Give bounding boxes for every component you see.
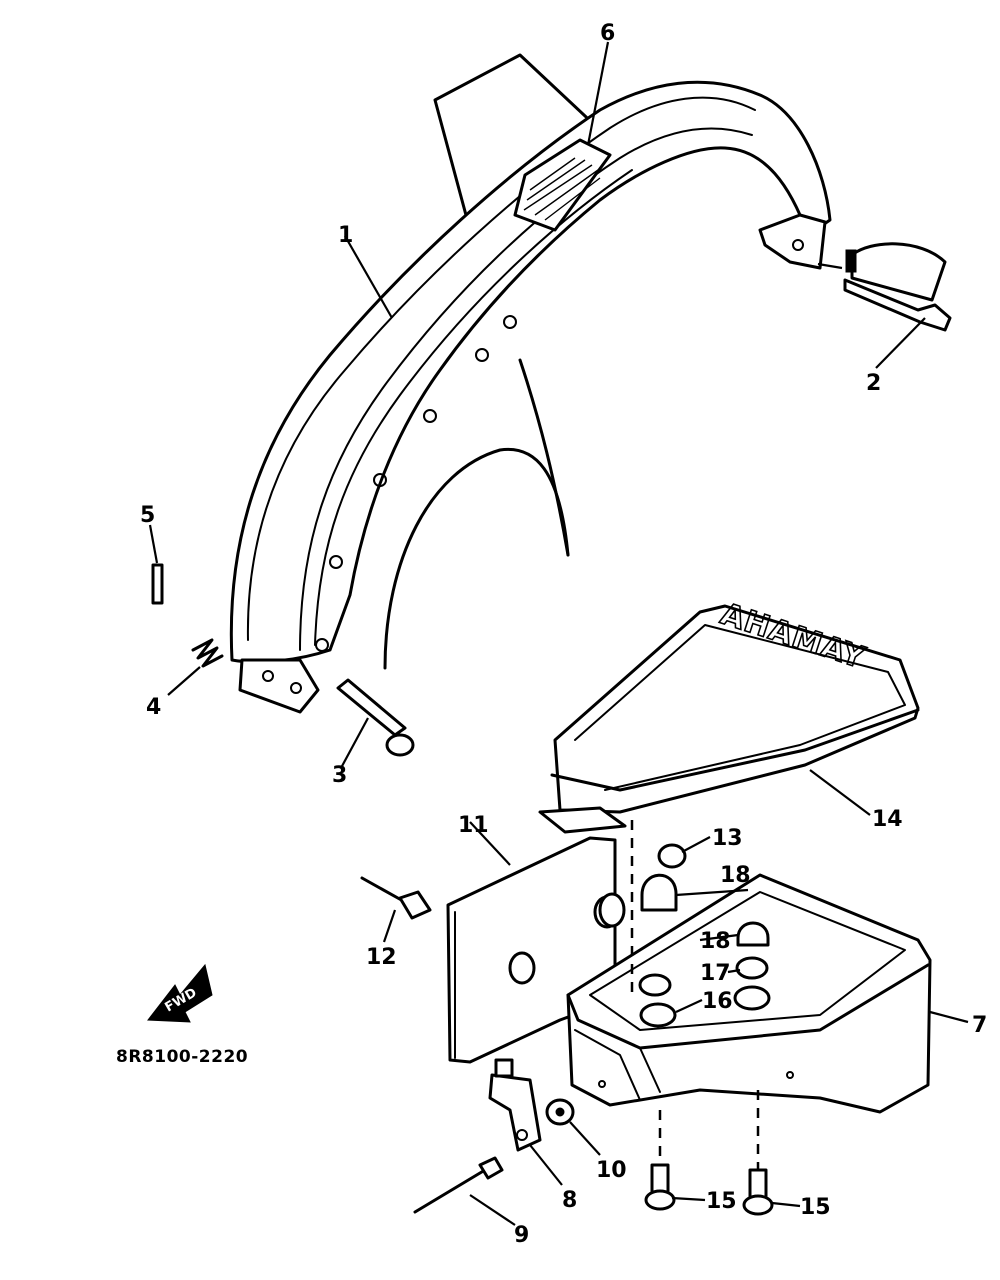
callout-18a: 18 (720, 863, 751, 888)
long-screw (413, 1156, 516, 1226)
callout-11: 11 (458, 813, 489, 838)
flap-leader (817, 262, 843, 270)
callout-7: 7 (972, 1013, 987, 1038)
callout-numbers: 1 2 3 4 5 6 7 8 9 10 11 12 13 14 15 15 1… (140, 21, 987, 1248)
callout-8: 8 (562, 1188, 577, 1213)
bolt-head (385, 733, 415, 757)
callout-2: 2 (866, 371, 881, 396)
callout-leaders (340, 41, 969, 1208)
spring-coil (191, 638, 224, 668)
callout-15a: 15 (706, 1189, 737, 1214)
spring-leader (167, 666, 201, 696)
flap-plate (850, 242, 947, 302)
callout-17: 17 (700, 961, 731, 986)
stay-bracket (488, 1058, 563, 1186)
lid-top-edge (574, 624, 906, 791)
toolbox (566, 873, 932, 1114)
drawing-code: 8R8100-2220 (116, 1047, 248, 1067)
box-washer (638, 973, 672, 997)
box-washer (735, 956, 769, 980)
fender-rib-inner (299, 127, 753, 651)
bolt-15-shank (748, 1168, 768, 1200)
washer-hole (555, 1107, 565, 1117)
callout-14: 14 (872, 807, 903, 832)
fender-hole (475, 348, 489, 362)
box-front-fold (574, 1029, 641, 1101)
label-hatching (523, 157, 601, 221)
fender-lower-skirt (518, 358, 570, 557)
box-grommet (598, 892, 626, 928)
callout-6: 6 (600, 21, 615, 46)
box-bolts (644, 1090, 774, 1216)
bracket-hole (516, 1129, 528, 1141)
box-washer (639, 1002, 677, 1028)
fender-rib-outer (246, 96, 756, 641)
bracket-hole (792, 239, 804, 251)
toolbox-lid: YAMAHA (538, 596, 920, 834)
rivet-pin (360, 876, 407, 904)
spring (167, 638, 224, 696)
cap-nut-18 (640, 873, 678, 912)
lug-hole-a (262, 670, 274, 682)
bolt-15-shank (650, 1163, 670, 1195)
screw-leader (148, 524, 159, 564)
callout-1: 1 (338, 223, 353, 248)
screw-shank (413, 1168, 487, 1214)
bracket-leader (529, 1144, 563, 1186)
callout-10: 10 (596, 1158, 627, 1183)
lug-hole-b (290, 682, 302, 694)
box-rivet (786, 1071, 794, 1079)
plate-grommet (508, 951, 536, 985)
fender-hole (373, 473, 387, 487)
screw (148, 524, 164, 605)
washer (545, 1098, 601, 1156)
flap-bolt (845, 249, 857, 273)
callout-9: 9 (514, 1223, 529, 1248)
fender-hole (423, 409, 437, 423)
callout-15b: 15 (800, 1195, 831, 1220)
lid-rim (550, 708, 920, 792)
fender-rear-bracket (758, 213, 827, 270)
callout-16: 16 (702, 989, 733, 1014)
screw-body (151, 563, 164, 605)
bolt-shank (336, 678, 407, 737)
box-washer (733, 985, 771, 1011)
bolt-15-head (742, 1194, 774, 1216)
callout-18b: 18 (700, 929, 731, 954)
box-cap-nut (736, 921, 770, 947)
fender-hole (503, 315, 517, 329)
rear-fender (229, 53, 832, 714)
bracket-tab (494, 1058, 514, 1078)
washer-13 (657, 843, 687, 869)
long-bolt (336, 678, 415, 757)
fender-hole (315, 638, 329, 652)
rivet-head (398, 890, 432, 920)
callout-13: 13 (712, 826, 743, 851)
screw-leader (469, 1194, 516, 1226)
forward-direction-mark: FWD (147, 963, 213, 1023)
fender-front-lug (238, 658, 320, 714)
box-rim-inner (589, 891, 906, 1031)
box-rivet (598, 1080, 606, 1088)
fwd-arrow-icon (147, 963, 213, 1023)
washer-leader (569, 1121, 601, 1156)
box-side-fold (639, 1047, 661, 1093)
screw-head (478, 1156, 504, 1180)
bracket-body (488, 1073, 542, 1152)
flap-bracket (843, 278, 952, 332)
callout-4: 4 (146, 695, 161, 720)
callout-5: 5 (140, 503, 155, 528)
callout-12: 12 (366, 945, 397, 970)
lid-tab (538, 806, 627, 834)
rivet-leader (382, 909, 397, 943)
callout-3: 3 (332, 763, 347, 788)
bolt-15-head (644, 1189, 676, 1211)
rear-flap (817, 242, 952, 332)
fender-wheel-arch (383, 447, 570, 670)
lid-fasteners (598, 843, 687, 928)
fender-hole (329, 555, 343, 569)
rivet (360, 876, 432, 943)
